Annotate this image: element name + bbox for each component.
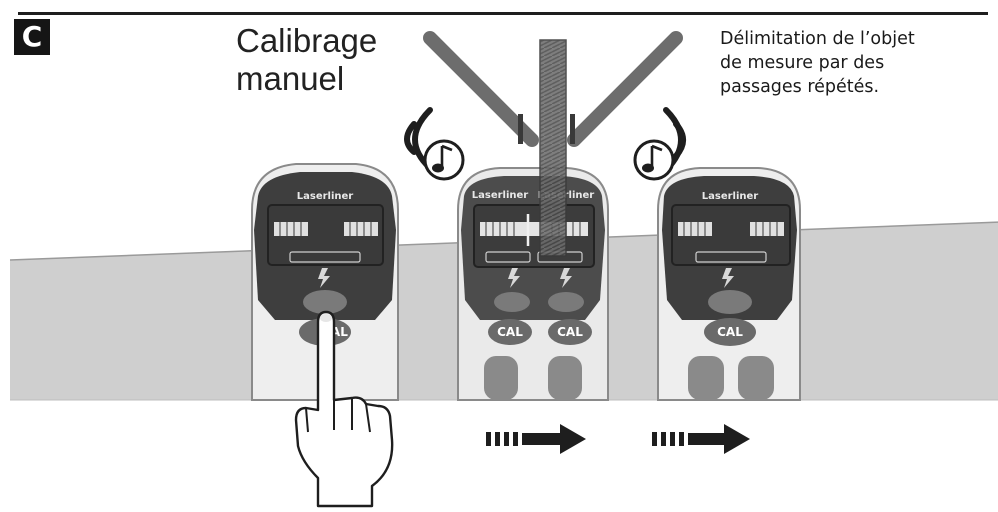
figure-description: Délimitation de l’objet de mesure par de… <box>720 27 915 99</box>
hand-pointer-icon <box>294 310 394 508</box>
cal-button-label-right: CAL <box>717 325 743 339</box>
cal-button-label-center-a: CAL <box>497 325 523 339</box>
music-note-icon-left <box>423 139 465 181</box>
cal-button-label-center-b: CAL <box>557 325 583 339</box>
brand-label-right: Laserliner <box>702 191 759 202</box>
brand-label-center-a: Laserliner <box>472 190 529 201</box>
music-note-icon-right <box>633 139 675 181</box>
arrow-right-icon-right <box>652 424 750 454</box>
description-line-1: Délimitation de l’objet <box>720 29 915 49</box>
figure-title: Calibrage manuel <box>236 22 377 98</box>
lightning-icon-left <box>318 268 330 288</box>
rebar-probe <box>423 31 683 257</box>
display-bars-center <box>480 222 588 236</box>
top-rule <box>18 12 988 15</box>
display-bars-right <box>678 222 784 236</box>
brand-label-left: Laserliner <box>297 191 354 202</box>
display-bars-left <box>274 222 378 236</box>
description-line-2: de mesure par des <box>720 53 885 73</box>
arrow-right-icon-center <box>486 424 586 454</box>
title-line-1: Calibrage <box>236 22 378 59</box>
description-line-3: passages répétés. <box>720 77 880 97</box>
figure-badge: C <box>14 19 50 55</box>
device-center: Laserliner Laserliner CAL CAL <box>457 167 609 401</box>
device-right: Laserliner CAL <box>657 167 801 401</box>
title-line-2: manuel <box>236 60 345 97</box>
device-left: Laserliner CAL <box>251 163 399 401</box>
